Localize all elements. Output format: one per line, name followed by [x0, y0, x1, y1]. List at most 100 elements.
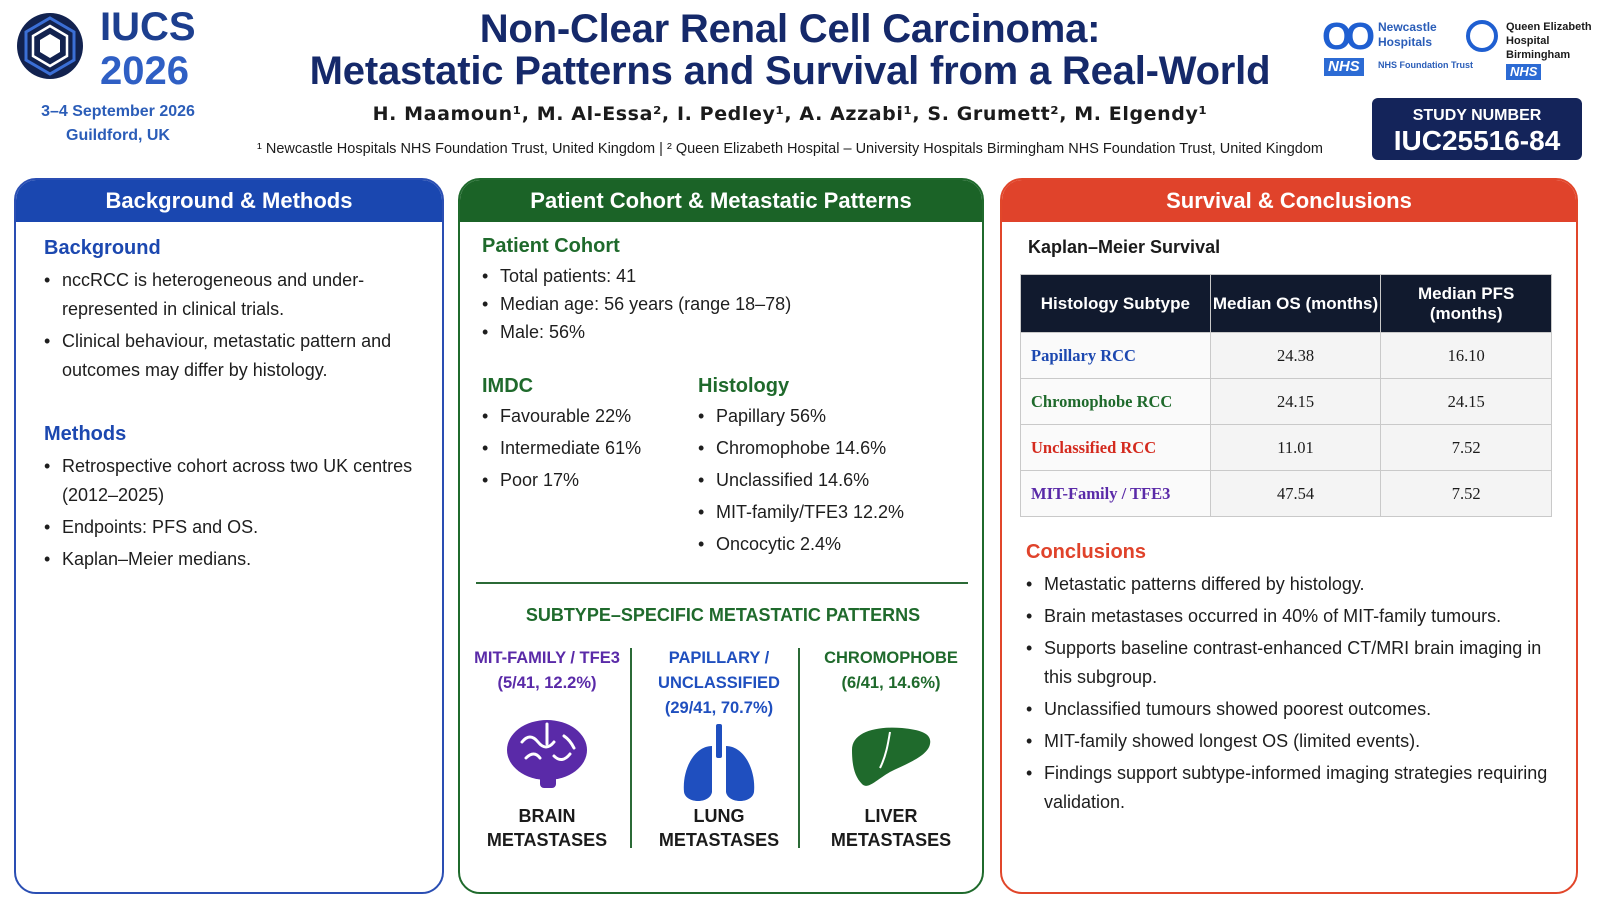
list-item: Clinical behaviour, metastatic pattern a… [44, 327, 424, 385]
nhs-logo: NHS [1506, 64, 1542, 80]
list-item: Metastatic patterns differed by histolog… [1026, 570, 1556, 599]
conference-name: IUCS [100, 5, 196, 49]
table-cell-pfs: 16.10 [1380, 332, 1552, 379]
list-item: Retrospective cohort across two UK centr… [44, 452, 424, 510]
table-header: Median OS (months) [1209, 274, 1382, 333]
pattern-liver: CHROMOPHOBE (6/41, 14.6%) LIVER METASTAS… [806, 646, 976, 856]
imdc-title: IMDC [482, 375, 534, 397]
newcastle-hospitals-logo: OO NHS Newcastle Hospitals NHS Foundatio… [1322, 14, 1473, 80]
list-item: Oncocytic 2.4% [698, 530, 978, 559]
panel-heading: Patient Cohort & Metastatic Patterns [460, 180, 982, 222]
table-cell-pfs: 24.15 [1380, 378, 1552, 425]
pattern-liver-label: LIVER METASTASES [830, 806, 952, 850]
liver-icon [852, 727, 931, 786]
table-header: Histology Subtype [1020, 274, 1211, 333]
table-cell-os: 47.54 [1209, 470, 1382, 517]
conclusions-title: Conclusions [1026, 541, 1147, 563]
methods-title: Methods [44, 423, 127, 445]
cohort-list: Total patients: 41 Median age: 56 years … [482, 264, 962, 348]
background-methods-panel: Background & Methods Background nccRCC i… [14, 178, 444, 894]
panel-heading: Background & Methods [16, 180, 442, 222]
list-item: Kaplan–Meier medians. [44, 545, 424, 574]
methods-list: Retrospective cohort across two UK centr… [44, 452, 424, 577]
pattern-brain-head: MIT-FAMILY / TFE3 (5/41, 12.2%) [474, 649, 620, 692]
table-header-row: Histology Subtype Median OS (months) Med… [1020, 274, 1552, 333]
table-cell-subtype: MIT-Family / TFE3 [1020, 470, 1211, 517]
list-item: Chromophobe 14.6% [698, 434, 978, 463]
study-number-value: IUC25516-84 [1393, 125, 1561, 156]
panel-heading: Survival & Conclusions [1002, 180, 1576, 222]
table-cell-pfs: 7.52 [1380, 470, 1552, 517]
imdc-list: Favourable 22% Intermediate 61% Poor 17% [482, 402, 682, 498]
author-list: H. Maamoun¹, M. Al-Essa², I. Pedley¹, A.… [372, 103, 1208, 125]
title-line-1: Non-Clear Renal Cell Carcinoma: [479, 7, 1101, 51]
list-item: Brain metastases occurred in 40% of MIT-… [1026, 602, 1556, 631]
histology-title: Histology [698, 375, 790, 397]
qe-name: Queen Elizabeth Hospital Birmingham [1506, 21, 1592, 61]
list-item: Findings support subtype-informed imagin… [1026, 759, 1556, 817]
list-item: Endpoints: PFS and OS. [44, 513, 424, 542]
list-item: Unclassified tumours showed poorest outc… [1026, 695, 1556, 724]
list-item: Favourable 22% [482, 402, 682, 431]
queen-elizabeth-logo: Queen Elizabeth Hospital Birmingham NHS [1466, 14, 1596, 80]
conference-year: 2026 [100, 49, 189, 93]
column-separator [798, 648, 800, 848]
list-item: nccRCC is heterogeneous and under-repres… [44, 266, 424, 324]
column-separator [630, 648, 632, 848]
table-row: Unclassified RCC 11.01 7.52 [1020, 424, 1552, 471]
list-item: Male: 56% [482, 320, 962, 345]
newcastle-trust: NHS Foundation Trust [1378, 60, 1473, 70]
pattern-liver-head: CHROMOPHOBE (6/41, 14.6%) [824, 649, 958, 692]
poster-header: IUCS 2026 3–4 September 2026 Guildford, … [0, 0, 1600, 168]
list-item: Intermediate 61% [482, 434, 682, 463]
table-cell-subtype: Chromophobe RCC [1020, 378, 1211, 425]
lung-icon [683, 724, 755, 801]
table-row: Chromophobe RCC 24.15 24.15 [1020, 378, 1552, 425]
conference-logo-icon [17, 13, 83, 79]
section-divider [476, 582, 968, 584]
list-item: Poor 17% [482, 466, 682, 495]
background-title: Background [44, 237, 161, 259]
study-number-badge: STUDY NUMBER IUC25516-84 [1372, 98, 1582, 160]
newcastle-mark-icon: OO [1322, 16, 1375, 58]
list-item: Unclassified 14.6% [698, 466, 978, 495]
cohort-patterns-panel: Patient Cohort & Metastatic Patterns Pat… [458, 178, 984, 894]
list-item: MIT-family/TFE3 12.2% [698, 498, 978, 527]
table-header: Median PFS (months) [1380, 274, 1552, 333]
brain-icon [507, 720, 587, 788]
list-item: MIT-family showed longest OS (limited ev… [1026, 727, 1556, 756]
survival-conclusions-panel: Survival & Conclusions Kaplan–Meier Surv… [1000, 178, 1578, 894]
list-item: Supports baseline contrast-enhanced CT/M… [1026, 634, 1556, 692]
conference-date: 3–4 September 2026 [41, 103, 195, 120]
nhs-logo: NHS [1324, 58, 1364, 76]
background-list: nccRCC is heterogeneous and under-repres… [44, 266, 424, 388]
patterns-title: SUBTYPE–SPECIFIC METASTATIC PATTERNS [525, 605, 921, 625]
table-row: MIT-Family / TFE3 47.54 7.52 [1020, 470, 1552, 517]
cohort-title: Patient Cohort [482, 235, 620, 257]
pattern-brain-label: BRAIN METASTASES [486, 806, 608, 850]
table-cell-os: 11.01 [1209, 424, 1382, 471]
table-cell-subtype: Papillary RCC [1020, 332, 1211, 379]
qe-circle-icon [1466, 20, 1498, 52]
study-number-label: STUDY NUMBER [1412, 107, 1542, 124]
table-cell-os: 24.38 [1209, 332, 1382, 379]
list-item: Papillary 56% [698, 402, 978, 431]
table-row: Papillary RCC 24.38 16.10 [1020, 332, 1552, 379]
histology-list: Papillary 56% Chromophobe 14.6% Unclassi… [698, 402, 978, 562]
title-line-2: Metastatic Patterns and Survival from a … [309, 49, 1271, 93]
affiliations: ¹ Newcastle Hospitals NHS Foundation Tru… [257, 141, 1323, 157]
conference-place: Guildford, UK [66, 127, 170, 144]
conclusions-list: Metastatic patterns differed by histolog… [1026, 570, 1556, 820]
poster-title: Non-Clear Renal Cell Carcinoma: Metastat… [260, 8, 1320, 92]
list-item: Median age: 56 years (range 18–78) [482, 292, 962, 317]
table-cell-os: 24.15 [1209, 378, 1382, 425]
survival-table: Histology Subtype Median OS (months) Med… [1020, 274, 1552, 517]
pattern-brain: MIT-FAMILY / TFE3 (5/41, 12.2%) BRAIN ME… [462, 646, 632, 856]
table-cell-subtype: Unclassified RCC [1020, 424, 1211, 471]
pattern-lung-label: LUNG METASTASES [658, 806, 780, 850]
newcastle-name: Newcastle Hospitals [1378, 20, 1437, 49]
pattern-lung-head: PAPILLARY / UNCLASSIFIED (29/41, 70.7%) [658, 649, 780, 717]
km-title: Kaplan–Meier Survival [1028, 237, 1221, 257]
table-cell-pfs: 7.52 [1380, 424, 1552, 471]
list-item: Total patients: 41 [482, 264, 962, 289]
